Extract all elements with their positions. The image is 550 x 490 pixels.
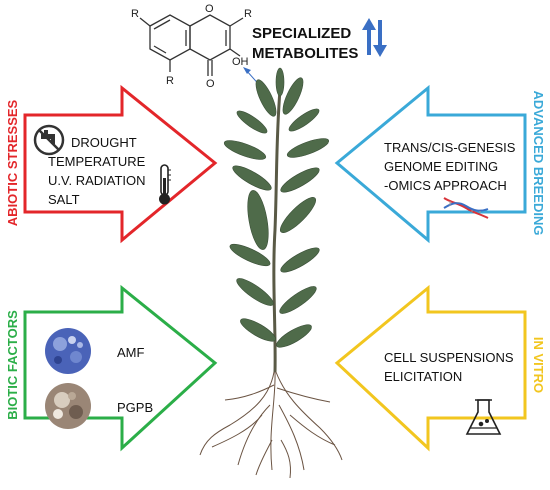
dna-helix-icon (443, 197, 489, 219)
plant-leaves (223, 67, 330, 348)
no-water-tap-icon (33, 124, 65, 156)
molecule-atom-labels: R O R OH R O (131, 3, 252, 90)
abiotic-item-salt: SALT (48, 192, 80, 207)
biotic-item-pgpb: PGPB (117, 400, 153, 415)
breeding-title: ADVANCED BREEDING (531, 91, 546, 236)
abiotic-items: DROUGHT TEMPERATURE U.V. RADIATION SALT (48, 135, 146, 207)
r-group-label: R (166, 75, 174, 87)
abiotic-item-temperature: TEMPERATURE (48, 154, 146, 169)
carbonyl-oxygen-label: O (206, 78, 215, 90)
biotic-item-amf: AMF (117, 345, 145, 360)
plant-illustration (199, 67, 343, 479)
invitro-items: CELL SUSPENSIONS ELICITATION (384, 350, 514, 384)
abiotic-title: ABIOTIC STRESSES (5, 99, 20, 226)
breeding-arrow (334, 84, 527, 244)
plant-roots (199, 371, 343, 479)
abiotic-item-drought: DROUGHT (71, 135, 137, 150)
hydroxyl-label: OH (232, 56, 249, 68)
flask-icon (465, 399, 502, 435)
biotic-arrow (23, 284, 218, 452)
metabolites-label-line2: METABOLITES (252, 45, 358, 62)
abiotic-item-uv: U.V. RADIATION (48, 173, 146, 188)
pgpb-micrograph (45, 383, 91, 429)
invitro-item-elicitation: ELICITATION (384, 369, 462, 384)
breeding-item-editing: GENOME EDITING (384, 159, 498, 174)
thermometer-icon (159, 164, 171, 205)
r-group-label: R (131, 8, 139, 20)
r-group-label: R (244, 8, 252, 20)
breeding-item-genesis: TRANS/CIS-GENESIS (384, 140, 516, 155)
invitro-arrow (334, 284, 527, 452)
metabolites-label-line1: SPECIALIZED (252, 25, 351, 42)
invitro-item-suspensions: CELL SUSPENSIONS (384, 350, 514, 365)
breeding-item-omics: -OMICS APPROACH (384, 178, 507, 193)
invitro-title: IN VITRO (531, 337, 546, 393)
amf-micrograph (45, 328, 91, 374)
breeding-items: TRANS/CIS-GENESIS GENOME EDITING -OMICS … (384, 140, 516, 193)
ring-oxygen-label: O (205, 3, 214, 15)
plant-stem (272, 89, 282, 373)
up-down-arrows-icon (362, 18, 387, 57)
flavonoid-structure (139, 14, 244, 76)
biotic-title: BIOTIC FACTORS (5, 310, 20, 420)
